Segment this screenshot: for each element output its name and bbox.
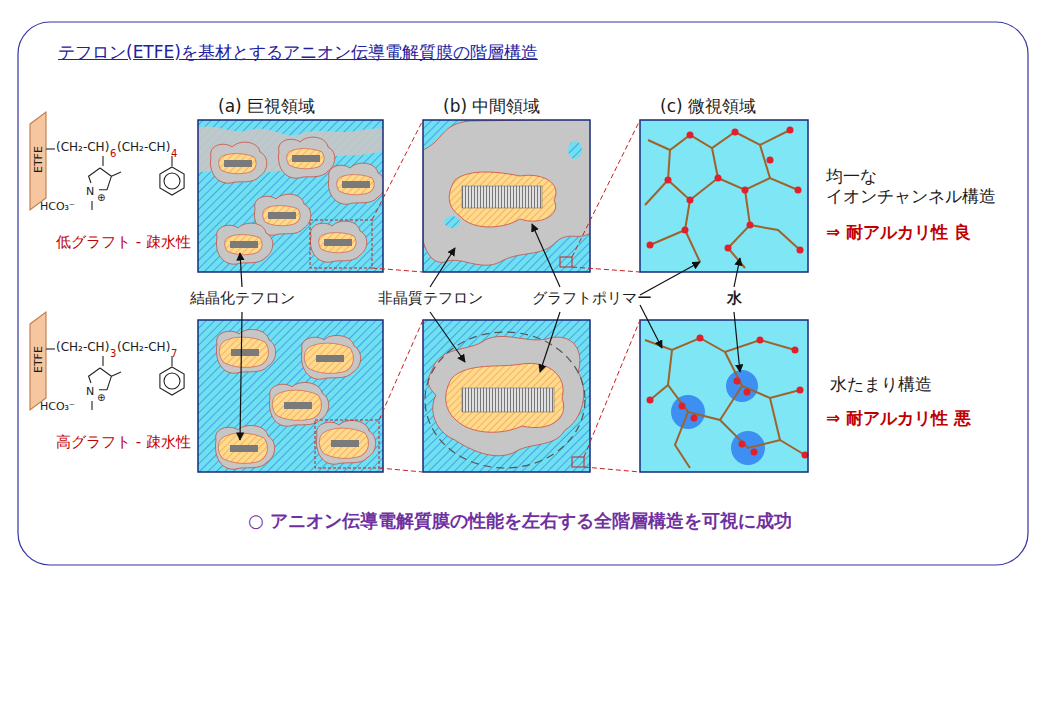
panel-heading-box: (a) 巨視領域 — [198, 96, 383, 118]
micro-panel-high — [640, 320, 809, 472]
graft-type-label: 高グラフト - 疎水性 — [56, 433, 191, 451]
callout-label: 水 — [727, 289, 742, 307]
graft-index: 4 — [171, 148, 177, 160]
meso-panel-low — [423, 119, 592, 272]
callout-label: グラフトポリマー — [532, 289, 652, 307]
formula-unit: (CH₂-CH) — [117, 140, 170, 154]
counter-ion: HCO₃⁻ — [40, 200, 75, 213]
macro-panel-high — [198, 320, 383, 472]
meso-panel-high — [423, 320, 590, 472]
counter-ion: HCO₃⁻ — [40, 400, 75, 413]
leader-lines — [240, 224, 740, 440]
result-label: ⇒ 耐アルカリ性 良 — [826, 222, 971, 242]
diagram-caption: ○ アニオン伝導電解質膜の性能を左右する全階層構造を可視に成功 — [150, 510, 890, 532]
panel-heading: (a) 巨視領域 — [198, 96, 383, 116]
atom-label: N — [86, 385, 94, 398]
charge-symbol: ⊕ — [97, 392, 105, 404]
charge-symbol: ⊕ — [97, 192, 105, 204]
structure-label: 均一な イオンチャンネル構造 — [826, 166, 1016, 207]
formula-unit: (CH₂-CH) — [117, 340, 170, 354]
micro-panel-low — [640, 120, 808, 272]
macro-panel-low — [198, 120, 385, 272]
base-label: ETFE — [32, 146, 45, 173]
diagram-title: テフロン(ETFE)を基材とするアニオン伝導電解質膜の階層構造 — [58, 42, 538, 62]
panel-heading-box: (b) 中間領域 — [423, 96, 590, 118]
base-label: ETFE — [32, 346, 45, 373]
graft-index: 6 — [110, 148, 116, 160]
outer-frame — [18, 22, 1028, 565]
graft-type-label: 低グラフト - 疎水性 — [56, 233, 191, 251]
formula-unit: (CH₂-CH) — [56, 340, 109, 354]
callout-label: 非晶質テフロン — [378, 289, 483, 307]
result-label: ⇒ 耐アルカリ性 悪 — [826, 408, 971, 428]
panel-heading: (c) 微視領域 — [640, 96, 808, 116]
chemical-structure — [30, 112, 184, 410]
panel-heading-box: (c) 微視領域 — [640, 96, 808, 118]
formula-unit: (CH₂-CH) — [56, 140, 109, 154]
atom-label: N — [86, 185, 94, 198]
panel-heading: (b) 中間領域 — [423, 96, 590, 116]
callout-label: 結晶化テフロン — [190, 289, 295, 307]
structure-label: 水たまり構造 — [830, 374, 932, 394]
graft-index: 3 — [110, 348, 116, 360]
graft-index: 7 — [171, 348, 177, 360]
